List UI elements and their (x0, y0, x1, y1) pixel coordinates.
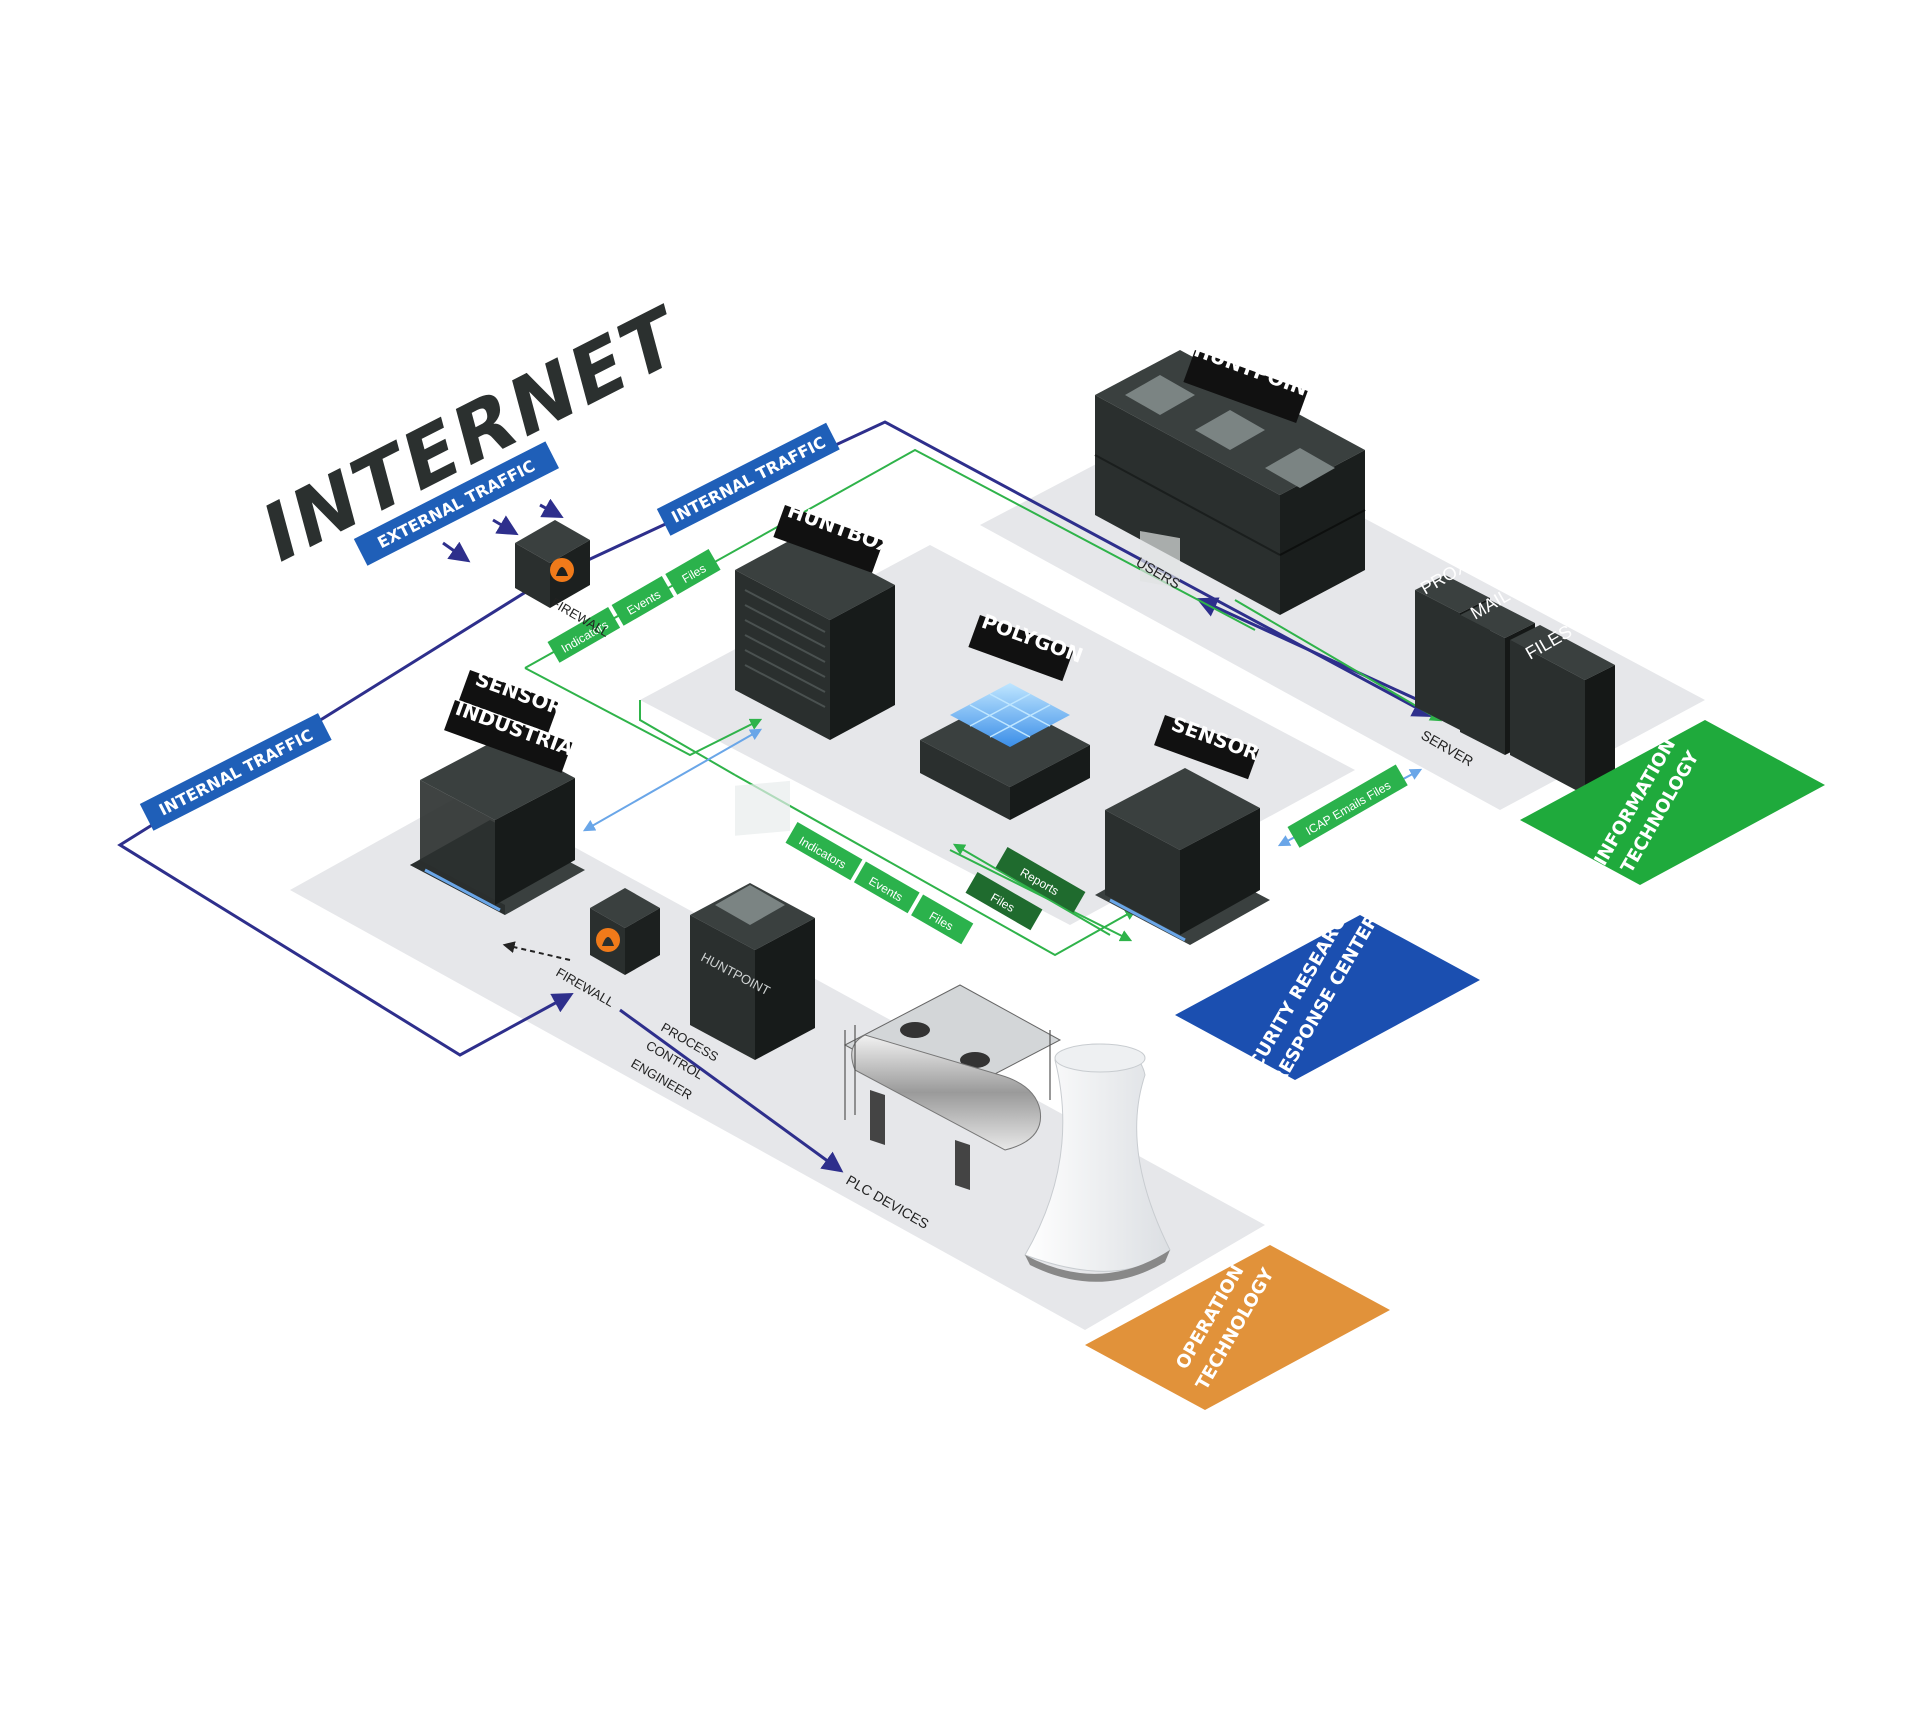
huntbox (735, 505, 895, 740)
external-arrow-1 (442, 541, 471, 563)
internal-traffic-left-tag (139, 713, 332, 831)
huntbox-sign (773, 505, 884, 573)
internal-traffic-left-label: INTERNAL TRAFFIC (156, 725, 316, 819)
cooling-tower (1024, 1043, 1171, 1282)
flow-tag-events-mid (853, 861, 920, 914)
sensor-industrial (410, 670, 585, 915)
left-loop-line (117, 578, 574, 1057)
polygon-tag-files (965, 872, 1043, 931)
sensor-industrial-sign-1 (459, 670, 560, 733)
connections (117, 420, 1443, 1173)
firewall-bottom (590, 888, 660, 975)
users-line (1196, 597, 1441, 712)
zone-ot (1085, 1245, 1390, 1410)
internal-traffic-top-tag (656, 422, 840, 536)
flow-tag-indicators-mid (785, 822, 863, 881)
polygon-sign (968, 615, 1074, 682)
polygon (920, 615, 1090, 820)
green-middle-line (734, 774, 1138, 957)
blue-sensor-huntbox (582, 728, 763, 832)
external-traffic-tag (353, 441, 560, 566)
external-arrow-3 (539, 498, 564, 519)
flow-tag-files-top (665, 549, 721, 595)
huntpoint-top-sign (1183, 350, 1308, 423)
zone-srrc (1175, 915, 1480, 1080)
ot-platform (290, 790, 1265, 1330)
internal-traffic-line (544, 420, 1434, 717)
zone-it (1520, 720, 1825, 885)
external-arrow-2 (492, 515, 519, 536)
plc-line (619, 1008, 844, 1173)
icap-tag (1287, 764, 1408, 848)
sensor (1095, 715, 1270, 945)
servers (1415, 575, 1615, 795)
flow-tag-events-top (611, 576, 674, 626)
sensor-sign (1154, 715, 1259, 780)
polygon-tag-reports (995, 847, 1086, 913)
internet-title: INTERNET (256, 286, 687, 583)
green-server-line (1234, 599, 1443, 722)
flow-tag-indicators-top (547, 607, 621, 663)
firewall-dashed-line (502, 941, 571, 961)
huntpoint-bottom (690, 780, 815, 1060)
firewall-top (515, 520, 590, 608)
industrial-tank (843, 984, 1062, 1190)
sensor-industrial-sign-2 (444, 700, 573, 773)
flow-tag-files-mid (911, 894, 974, 945)
green-polygon-line-2 (952, 843, 1111, 936)
